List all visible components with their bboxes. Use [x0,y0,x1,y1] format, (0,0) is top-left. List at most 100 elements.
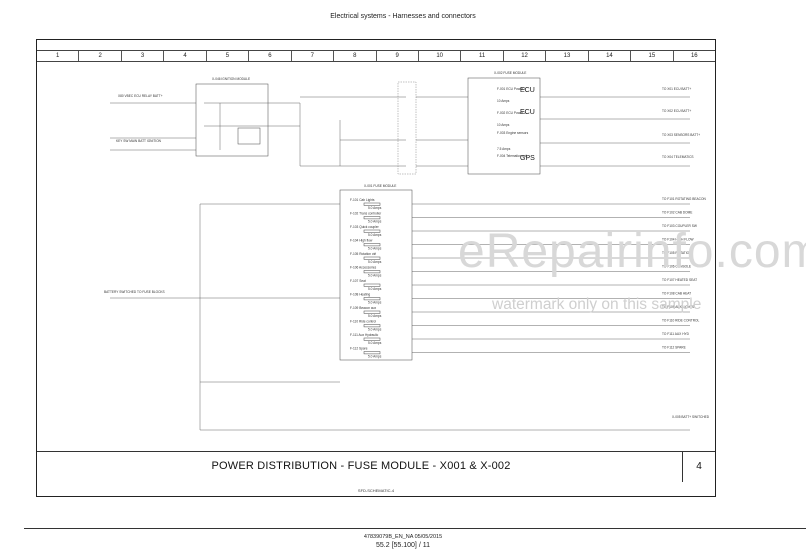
column-1: 1 [56,53,60,59]
fuse-module-x001-box [339,189,413,361]
fuse-symbol [363,229,381,233]
fuse-amp: 5.0 Amps [368,206,382,210]
ecu-label-2: ECU [520,109,535,116]
column-11: 11 [460,51,502,61]
fuse-symbol [363,337,381,341]
output-label: TO F106 CONSOLE [662,265,691,269]
column-9: 9 [375,51,418,61]
output-label: TO F103 COUPLER SW [662,224,697,228]
watermark-main: eRepairinfo.com [458,225,806,278]
relay-internal-wire [204,102,268,150]
column-index-row: 1 2 3 4 5 6 7 8 9 10 11 12 13 14 15 16 [37,50,715,62]
column-15: 15 [630,51,672,61]
output-label: TO F102 CAB DOME [662,211,692,215]
fuse-label: F-105 Rotation ctrl [350,252,377,256]
column-4: 4 [163,51,205,61]
ecu-fuse-f3: F-003 Engine sensors [497,131,529,135]
output-label: TO F105 ROTATION [662,251,692,255]
page-header: Electrical systems - Harnesses and conne… [330,13,476,20]
bus-main [200,203,690,431]
output-label: TO X02 ECU BATT+ [662,109,691,113]
fuse-label: F-112 Spare [350,347,368,351]
ecu-fuse-amp-2: 10 Amps [497,123,510,127]
column-6: 6 [248,51,290,61]
fuse-amp: 5.0 Amps [368,341,382,345]
diagram-page-number: 4 [682,452,715,482]
output-label: TO X01 ECU BATT+ [662,87,691,91]
column-8: 8 [333,51,375,61]
output-label: TO F111 AUX HYD [662,332,690,336]
ecu-fuse-module-box [467,77,541,175]
title-block: POWER DISTRIBUTION - FUSE MODULE - X001 … [37,451,715,482]
output-label: TO F107 HEATED SEAT [662,278,697,282]
ecu-out-wires [540,96,690,167]
fuse-symbol [363,270,381,274]
fuse-symbol [363,243,381,247]
ecu-fuse-module-title: X-002 FUSE MODULE [494,71,526,75]
ecu-fuse-f4: F-004 Telematics unit [497,154,527,158]
doc-code: SFD-SCHEMATIC-4 [357,488,395,493]
output-label: TO X03 SENSORS BATT+ [662,133,700,137]
column-2: 2 [78,51,120,61]
fuse-amp: 5.0 Amps [368,247,382,251]
output-label: TO F112 SPARE [662,346,686,350]
fuse-amp: 5.0 Amps [368,220,382,224]
column-14: 14 [587,51,630,61]
ecu-label-1: ECU [520,87,535,94]
bottom-right-label: X-005 BATT+ SWITCHED [672,415,710,419]
fuse-symbol [363,351,381,355]
column-16: 16 [672,51,715,61]
fuse-module-x001-title: X-001 FUSE MODULE [364,184,396,188]
fuse-label: F-101 Cab Lights [350,198,375,202]
fuse-amp: 5.0 Amps [368,274,382,278]
column-5: 5 [205,51,248,61]
footer-separator [24,528,806,529]
column-12: 12 [502,51,545,61]
fuse-label: F-110 Ride control [350,320,376,324]
fuse-label: F-107 Seat [350,279,366,283]
gps-label: GPS [520,155,535,162]
fuse-symbol [363,324,381,328]
key-switch-label: KEY SW MAIN BATT IGNITION [116,139,162,143]
relay-coil [237,127,261,145]
watermark-sub: watermark only on this sample [492,296,702,313]
fuse-label: F-102 Trans controller [350,212,382,216]
fuse-amp: 5.0 Amps [368,328,382,332]
output-label: TO F101 ROTATING BEACON [662,197,706,201]
battery-switched-label: BATTERY SWITCHED TO FUSE BLOCKS [104,290,165,294]
batt-relay-label: X80 VBEC ECU RELAY BATT+ [118,94,163,98]
column-13: 13 [545,51,587,61]
wire-relay-out-1 [268,102,340,167]
column-3: 3 [120,51,163,61]
footer-page-ref: 55.2 [55.100] / 11 [376,542,430,549]
fuse-symbol [363,283,381,287]
fuse-label: F-106 Accessories [350,266,377,270]
fuse-label: F-108 Heating [350,293,370,297]
fuse-symbol [363,297,381,301]
fuse-symbol [363,216,381,220]
column-10: 10 [417,51,460,61]
fuse-amp: 5.0 Amps [368,355,382,359]
fuse-symbol [363,256,381,260]
fuse-amp: 5.0 Amps [368,260,382,264]
output-label: TO F104 HIGH FLOW [662,238,693,242]
ecu-fuse-amp-1: 10 Amps [497,99,510,103]
output-label: TO F110 RIDE CONTROL [662,319,699,323]
fuse-label: F-109 Beacon aux [350,306,376,310]
fuse-amp: 5.0 Amps [368,233,382,237]
ecu-fuse-f2: F-002 ECU Power 2 [497,111,526,115]
fuse-label: F-103 Quick coupler [350,225,380,229]
schematic-frame: 1 2 3 4 5 6 7 8 9 10 11 12 13 14 15 16 P… [36,39,716,497]
fuse-amp: 5.0 Amps [368,301,382,305]
output-label: TO F108 CAB HEAT [662,292,691,296]
fuse-symbol [363,202,381,206]
column-7: 7 [290,51,333,61]
ecu-fuse-amp-3: 7.5 Amps [497,147,511,151]
diagram-title: POWER DISTRIBUTION - FUSE MODULE - X001 … [211,460,511,472]
footer-doc-id: 47839079B_EN_NA 05/05/2015 [363,534,443,540]
inline-connector-dashed [397,81,417,175]
ecu-fuse-f1: F-001 ECU Power 1 [497,87,526,91]
fuse-label: F-111 Aux Hydraulic [350,333,379,337]
